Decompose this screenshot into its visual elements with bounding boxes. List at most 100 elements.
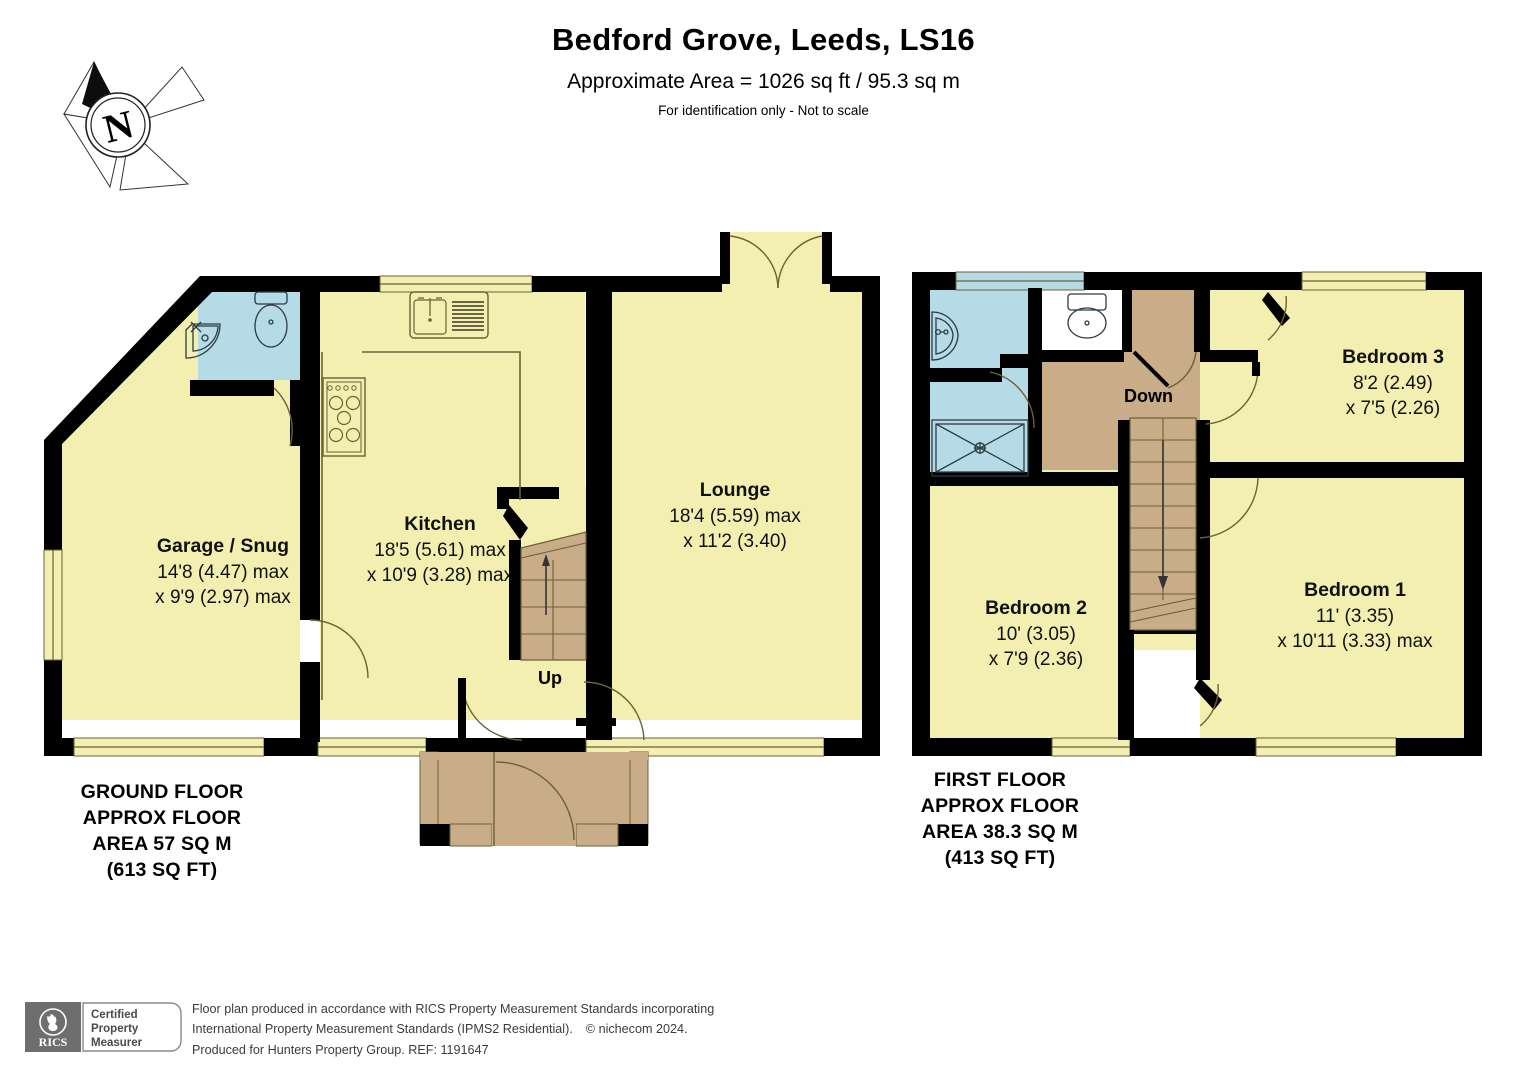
- caption-line: GROUND FLOOR: [80, 781, 244, 803]
- wc-toilet-icon: [254, 291, 288, 348]
- landing-door-swing-top: [1132, 350, 1170, 388]
- bathroom-basin-icon: [931, 311, 959, 361]
- caption-line: APPROX FLOOR: [82, 806, 242, 829]
- partition-bed3-bed1: [1200, 462, 1466, 478]
- caption-line: (613 SQ FT): [106, 858, 218, 881]
- room-dimension-1: 18'4 (5.59) max: [669, 505, 801, 527]
- footer-disclaimer: Floor plan produced in accordance with R…: [192, 999, 714, 1060]
- hall-door-head: [576, 718, 616, 726]
- staircase-down: [1129, 417, 1197, 631]
- wc-basin-icon: [185, 321, 221, 359]
- room-label-bedroom-2: Bedroom 2 10' (3.05) x 7'9 (2.36): [938, 596, 1134, 672]
- plan-footer: RICS Certified Property Measurer Floor p…: [0, 995, 1527, 1080]
- room-dimension-1: 10' (3.05): [996, 623, 1076, 645]
- rics-certified-badge: RICS Certified Property Measurer: [25, 1002, 182, 1052]
- caption-line: AREA 57 SQ M: [92, 832, 232, 855]
- staircase-up: [520, 531, 587, 661]
- window-kitchen-north-1: [379, 275, 533, 293]
- wc-door-swing: [273, 387, 293, 447]
- room-dimension-2: x 10'11 (3.33) max: [1277, 630, 1433, 652]
- exterior-wall-north-ff-2: [1084, 272, 1302, 290]
- bedroom3-door2-swing: [1205, 367, 1259, 425]
- room-dimension-2: x 7'9 (2.36): [988, 648, 1084, 670]
- exterior-wall-west-ff: [912, 272, 930, 742]
- partition-hall-lounge: [586, 418, 612, 608]
- footer-line-2a: International Property Measurement Stand…: [192, 1022, 573, 1037]
- exterior-wall-south-ff-1: [912, 738, 1052, 756]
- exterior-wall-south-gf-1: [44, 738, 74, 756]
- page-title: Bedford Grove, Leeds, LS16: [552, 22, 975, 57]
- caption-line: FIRST FLOOR: [933, 769, 1067, 791]
- ground-floor-plan: [43, 232, 880, 847]
- room-name: Garage / Snug: [156, 535, 290, 557]
- room-label-bedroom-3: Bedroom 3 8'2 (2.49) x 7'5 (2.26): [1288, 345, 1498, 421]
- ground-floor-caption: GROUND FLOOR APPROX FLOOR AREA 57 SQ M (…: [34, 780, 290, 884]
- partition-garage-kitchen-lower: [300, 662, 320, 742]
- partition-landing-bed1: [1196, 630, 1210, 680]
- room-dimension-2: x 9'9 (2.97) max: [155, 586, 291, 608]
- room-dimension-2: x 10'9 (3.28) max: [366, 564, 514, 586]
- landing-floor-upper: [1128, 290, 1200, 352]
- porch-structure: [419, 751, 649, 847]
- exterior-wall-west: [44, 276, 214, 446]
- exterior-wall-east-gf: [862, 276, 880, 744]
- exterior-wall-south-gf-2: [264, 738, 318, 756]
- stair-direction-arrow-up: [542, 554, 550, 615]
- bathroom-wall-east-upper: [1028, 288, 1042, 354]
- exterior-wall-south-ff-2: [1130, 738, 1256, 756]
- window-kitchen-south: [317, 737, 427, 757]
- landing-door-arc-top: [1167, 351, 1197, 389]
- stair-wall-west: [497, 487, 509, 509]
- window-garage-south: [73, 737, 265, 757]
- partition-bed3-west: [1196, 290, 1210, 352]
- stair-label-down: Down: [1124, 386, 1173, 406]
- bedroom3-door-swing: [1267, 295, 1287, 341]
- plan-header: Bedford Grove, Leeds, LS16 Approximate A…: [0, 0, 1527, 118]
- stair-wall-north: [497, 487, 559, 499]
- exterior-wall-east-ff: [1464, 272, 1482, 742]
- landing-wall-lower-west: [1028, 472, 1118, 486]
- partition-garage-kitchen: [300, 290, 320, 620]
- footer-line-1: Floor plan produced in accordance with R…: [192, 1002, 715, 1016]
- exterior-wall-north-gf: [200, 276, 380, 292]
- room-label-bedroom-1: Bedroom 1 11' (3.35) x 10'11 (3.33) max: [1228, 578, 1482, 654]
- exterior-wall-south-gf-5: [824, 738, 880, 756]
- bathroom-wall-east-lower: [1028, 368, 1042, 486]
- landing-wall-north-stub: [1122, 290, 1132, 352]
- room-label-garage-snug: Garage / Snug 14'8 (4.47) max x 9'9 (2.9…: [98, 534, 348, 610]
- room-dimension-2: x 11'2 (3.40): [683, 530, 787, 552]
- partition-stairs-east: [586, 288, 612, 378]
- rics-acronym: RICS: [39, 1035, 68, 1049]
- bedroom1-door2-swing: [1199, 683, 1219, 727]
- lounge-projection-left: [720, 232, 730, 284]
- kitchen-worktop: [321, 351, 521, 700]
- window-bedroom3-north: [1301, 271, 1427, 291]
- rics-emblem-icon: [39, 1008, 67, 1036]
- landing-wall-east: [1200, 350, 1258, 362]
- hall-door-jamb: [458, 678, 466, 740]
- caption-line: (413 SQ FT): [944, 846, 1056, 869]
- badge-line-3: Measurer: [91, 1037, 143, 1049]
- footer-copyright: © nichecom 2024.: [585, 1022, 688, 1037]
- window-bathroom-north: [955, 271, 1085, 291]
- badge-line-1: Certified: [91, 1009, 138, 1021]
- stair-wall-west-2: [509, 540, 521, 660]
- room-name: Bedroom 2: [985, 597, 1087, 619]
- room-name: Bedroom 1: [1304, 579, 1406, 601]
- room-name: Kitchen: [404, 513, 476, 535]
- first-floor-caption: FIRST FLOOR APPROX FLOOR AREA 38.3 SQ M …: [872, 768, 1128, 872]
- bedroom1-door2-jamb: [1194, 678, 1222, 710]
- stair-label-up: Up: [538, 668, 562, 688]
- bathroom-wall-south-c: [930, 472, 1042, 486]
- lounge-floor: [612, 232, 862, 720]
- bathroom-door-swing: [989, 371, 1035, 429]
- room-name: Lounge: [699, 479, 771, 501]
- stair-direction-arrow-down: [1158, 440, 1168, 590]
- approximate-area-text: Approximate Area = 1026 sq ft / 95.3 sq …: [567, 70, 960, 93]
- exterior-wall-south-gf-4: [484, 738, 586, 756]
- partition-bed2-landing: [1118, 630, 1134, 740]
- room-name: Bedroom 3: [1342, 346, 1444, 368]
- footer-line-3: Produced for Hunters Property Group. REF…: [192, 1042, 489, 1057]
- hall-door-swing-right: [583, 681, 645, 741]
- garage-door-swing: [309, 619, 369, 679]
